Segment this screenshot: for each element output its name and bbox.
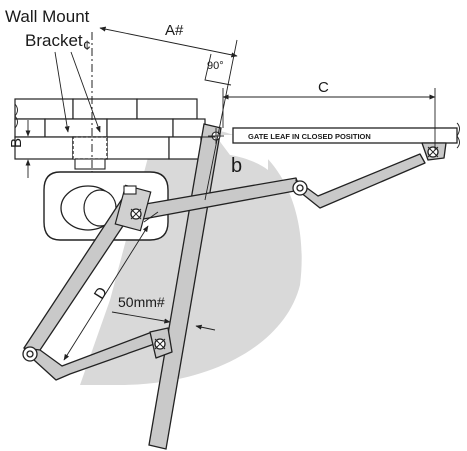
dimension-a: A# 90° <box>99 22 238 201</box>
wall-mount-label-line2: Bracket <box>25 31 83 50</box>
gate-leaf: GATE LEAF IN CLOSED POSITION <box>232 122 460 149</box>
wall-mount-label-line1: Wall Mount <box>5 7 90 26</box>
dim-a-label: A# <box>165 22 184 39</box>
wall-mount-bracket-callout: Wall Mount Bracket ¢ <box>5 7 101 133</box>
dimension-b: B <box>8 120 215 178</box>
dimension-50mm: 50mm# <box>111 294 216 331</box>
dimension-c: C <box>222 79 436 150</box>
dim-d-label: D <box>91 284 111 302</box>
dim-50-label: 50mm# <box>118 294 165 310</box>
motor-output-bracket <box>114 184 152 232</box>
wall-mount-bracket <box>72 136 108 170</box>
brick-wall <box>14 98 206 160</box>
gate-bracket-lower <box>149 327 173 359</box>
gate-bracket-upper <box>421 142 447 161</box>
dim-b-lower-label: B <box>8 138 25 148</box>
gate-leaf-label: GATE LEAF IN CLOSED POSITION <box>248 132 371 141</box>
upper-link <box>295 153 426 209</box>
centerline-symbol: ¢ <box>83 37 91 53</box>
dim-b-upper-label: b <box>231 155 242 177</box>
dim-c-label: C <box>318 79 329 96</box>
angle-label: 90° <box>207 60 224 72</box>
